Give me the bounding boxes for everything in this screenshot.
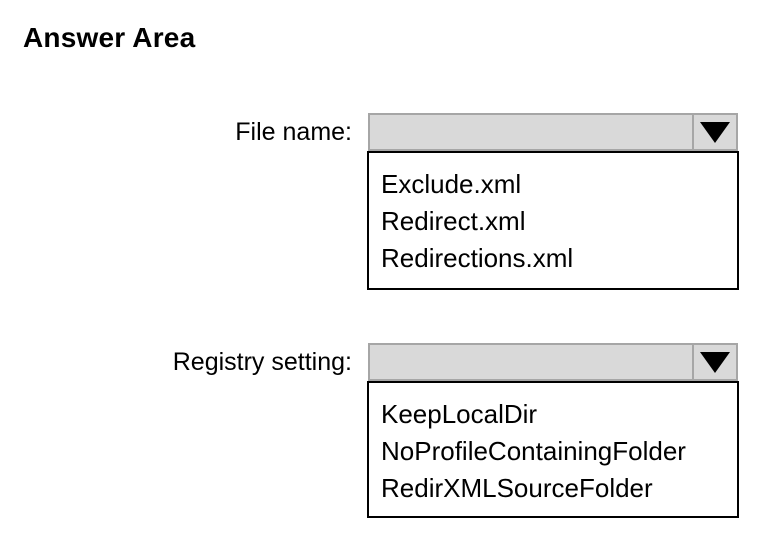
file-name-select[interactable] (368, 113, 738, 151)
file-name-label: File name: (235, 117, 352, 146)
triangle-down-icon (700, 121, 730, 143)
registry-setting-label: Registry setting: (172, 347, 352, 376)
file-name-selected-value (370, 115, 692, 149)
option-item[interactable]: NoProfileContainingFolder (381, 436, 686, 466)
file-name-options-list: Exclude.xml Redirect.xml Redirections.xm… (367, 151, 739, 290)
registry-setting-options-list: KeepLocalDir NoProfileContainingFolder R… (367, 381, 739, 518)
option-item[interactable]: Redirections.xml (381, 243, 574, 273)
registry-setting-selected-value (370, 345, 692, 379)
option-item[interactable]: KeepLocalDir (381, 399, 538, 429)
option-item[interactable]: Exclude.xml (381, 169, 522, 199)
file-name-dropdown-button[interactable] (692, 115, 736, 149)
option-item[interactable]: Redirect.xml (381, 206, 526, 236)
option-item[interactable]: RedirXMLSourceFolder (381, 473, 653, 503)
triangle-down-icon (700, 351, 730, 373)
registry-setting-dropdown-button[interactable] (692, 345, 736, 379)
registry-setting-select[interactable] (368, 343, 738, 381)
page-title: Answer Area (23, 22, 196, 53)
